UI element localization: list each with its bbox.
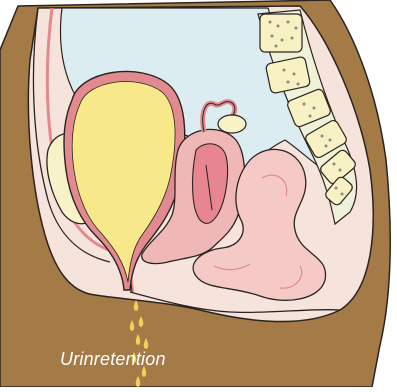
caption-label: Urinretention <box>60 349 166 370</box>
vertebra <box>260 14 302 52</box>
ovary <box>218 115 246 133</box>
